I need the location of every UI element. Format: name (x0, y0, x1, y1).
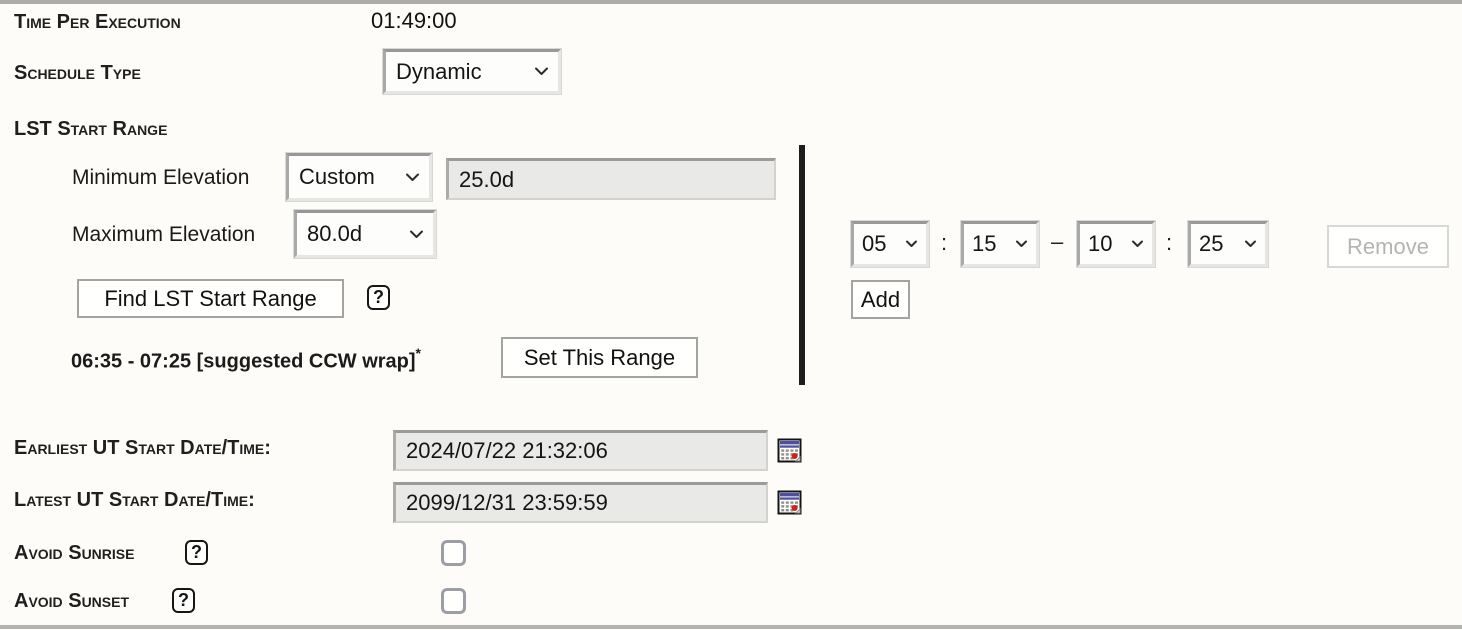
minimum-elevation-selected-value: Custom (299, 164, 375, 189)
earliest-ut-start-label: Earliest UT Start Date/Time: (14, 437, 271, 459)
latest-ut-start-value: 2099/12/31 23:59:59 (406, 490, 608, 515)
earliest-ut-start-value: 2024/07/22 21:32:06 (406, 438, 608, 463)
maximum-elevation-label: Maximum Elevation (72, 223, 256, 246)
range-start-hour-select[interactable]: 05 (851, 221, 929, 267)
maximum-elevation-selected-value: 80.0d (307, 221, 363, 246)
remove-range-button[interactable]: Remove (1327, 225, 1449, 268)
chevron-down-icon (1131, 240, 1144, 248)
top-divider (0, 0, 1462, 4)
range-end-minute-value: 25 (1199, 231, 1224, 256)
avoid-sunrise-label: Avoid Sunrise (14, 542, 135, 564)
end-time-colon-separator: : (1166, 230, 1173, 255)
suggested-range-asterisk: * (415, 345, 421, 361)
minimum-elevation-custom-value: 25.0d (459, 166, 515, 192)
avoid-sunrise-checkbox[interactable] (441, 540, 466, 566)
minimum-elevation-label: Minimum Elevation (72, 166, 250, 189)
avoid-sunset-label: Avoid Sunset (14, 590, 130, 612)
time-per-execution-label: Time Per Execution (14, 11, 181, 33)
range-end-hour-select[interactable]: 10 (1077, 221, 1155, 267)
schedule-type-select[interactable]: Dynamic (383, 49, 561, 94)
range-end-hour-value: 10 (1088, 231, 1113, 256)
range-start-minute-value: 15 (972, 231, 997, 256)
latest-ut-start-label: Latest UT Start Date/Time: (14, 489, 255, 511)
chevron-down-icon (1015, 240, 1028, 248)
range-dash-separator: – (1051, 229, 1064, 254)
find-lst-start-range-button[interactable]: Find LST Start Range (77, 279, 344, 318)
latest-ut-calendar-icon[interactable] (777, 490, 803, 516)
minimum-elevation-custom-input[interactable]: 25.0d (446, 158, 776, 200)
bottom-divider (0, 625, 1462, 629)
schedule-type-selected-value: Dynamic (396, 58, 482, 84)
avoid-sunrise-help-icon[interactable]: ? (185, 540, 208, 565)
maximum-elevation-select[interactable]: 80.0d (294, 210, 436, 258)
range-end-minute-select[interactable]: 25 (1188, 221, 1268, 267)
lst-start-range-label: LST Start Range (14, 118, 168, 140)
find-lst-help-icon[interactable]: ? (367, 285, 390, 310)
chevron-down-icon (1244, 240, 1257, 248)
time-per-execution-value: 01:49:00 (371, 8, 457, 33)
schedule-type-label: Schedule Type (14, 62, 141, 84)
start-time-colon-separator: : (941, 230, 948, 255)
range-start-hour-value: 05 (862, 231, 887, 256)
suggested-range-value: 06:35 - 07:25 [suggested CCW wrap] (71, 350, 416, 373)
chevron-down-icon (409, 230, 424, 239)
latest-ut-start-input[interactable]: 2099/12/31 23:59:59 (393, 482, 768, 523)
chevron-down-icon (905, 240, 918, 248)
avoid-sunset-help-icon[interactable]: ? (172, 588, 195, 613)
earliest-ut-calendar-icon[interactable] (777, 438, 803, 464)
suggested-lst-range-text: 06:35 - 07:25 [suggested CCW wrap]* (71, 345, 421, 374)
chevron-down-icon (405, 173, 420, 182)
section-divider (799, 145, 805, 385)
range-start-minute-select[interactable]: 15 (961, 221, 1039, 267)
set-this-range-button[interactable]: Set This Range (501, 337, 698, 378)
chevron-down-icon (534, 67, 549, 76)
earliest-ut-start-input[interactable]: 2024/07/22 21:32:06 (393, 430, 768, 471)
add-range-button[interactable]: Add (851, 280, 910, 319)
avoid-sunset-checkbox[interactable] (441, 588, 466, 614)
minimum-elevation-select[interactable]: Custom (286, 153, 432, 201)
